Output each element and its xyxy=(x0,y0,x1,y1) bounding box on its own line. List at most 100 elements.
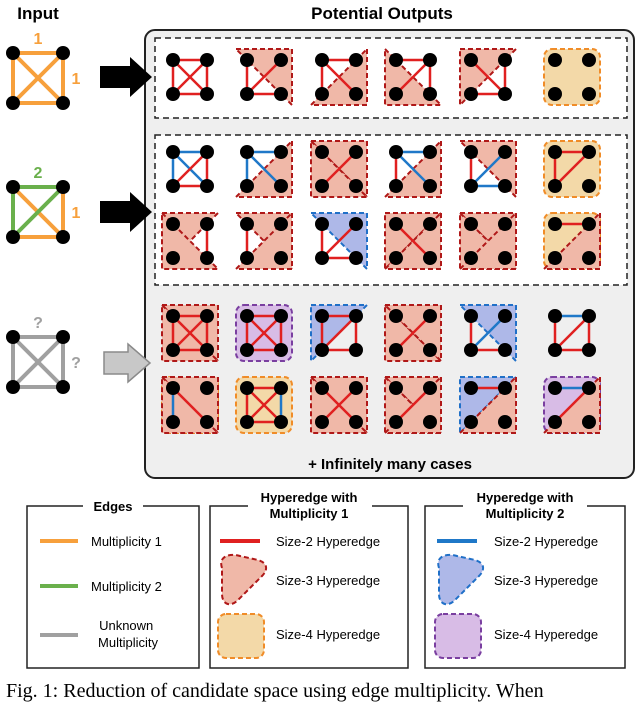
output-graph xyxy=(166,53,214,101)
output-graph xyxy=(235,376,293,434)
size2-hyperedge xyxy=(172,387,208,423)
output-node xyxy=(548,343,562,357)
legend-m2-size3-swatch xyxy=(437,553,485,606)
output-node xyxy=(274,87,288,101)
output-node xyxy=(200,145,214,159)
output-graph xyxy=(548,309,596,357)
output-node xyxy=(548,415,562,429)
size2-hyperedge xyxy=(321,151,357,187)
output-node xyxy=(274,415,288,429)
output-graphs xyxy=(161,48,601,434)
output-node xyxy=(166,309,180,323)
size2-hyperedge xyxy=(554,315,590,351)
output-node xyxy=(349,381,363,395)
input-node xyxy=(56,180,70,194)
input-edge xyxy=(11,335,65,389)
output-graph xyxy=(384,48,442,106)
output-node xyxy=(464,343,478,357)
legend-edges-title: Edges xyxy=(93,499,132,514)
size2-hyperedge xyxy=(554,151,590,187)
size2-hyperedge xyxy=(395,59,431,95)
output-node xyxy=(240,87,254,101)
output-node xyxy=(200,53,214,67)
size2-hyperedge xyxy=(395,151,431,187)
input-edge xyxy=(11,51,65,105)
output-node xyxy=(423,53,437,67)
legend-m2-size2-label: Size-2 Hyperedge xyxy=(494,534,598,549)
input-top-label: ? xyxy=(33,315,43,332)
output-node xyxy=(200,179,214,193)
output-node xyxy=(389,53,403,67)
output-node xyxy=(582,217,596,231)
output-graph xyxy=(235,212,293,270)
output-node xyxy=(464,217,478,231)
output-graph xyxy=(161,376,219,434)
output-node xyxy=(200,217,214,231)
input-node xyxy=(56,46,70,60)
output-graph xyxy=(543,376,601,434)
size2-hyperedge xyxy=(321,223,357,259)
input-node xyxy=(6,380,20,394)
output-node xyxy=(582,343,596,357)
output-node xyxy=(389,179,403,193)
output-node xyxy=(274,179,288,193)
output-graph xyxy=(459,48,517,106)
output-graph xyxy=(235,48,293,106)
output-node xyxy=(548,309,562,323)
output-graph xyxy=(543,48,601,106)
output-graph xyxy=(384,304,442,362)
output-node xyxy=(423,309,437,323)
output-graph xyxy=(310,304,368,362)
output-node xyxy=(349,145,363,159)
output-graph xyxy=(310,212,368,270)
output-graph xyxy=(543,212,601,270)
output-node xyxy=(274,217,288,231)
output-node xyxy=(200,343,214,357)
input-right-label: ? xyxy=(71,355,81,372)
output-node xyxy=(240,309,254,323)
output-node xyxy=(423,381,437,395)
output-node xyxy=(389,217,403,231)
output-graph xyxy=(235,140,293,198)
output-node xyxy=(582,415,596,429)
output-graph xyxy=(459,212,517,270)
output-node xyxy=(548,53,562,67)
output-node xyxy=(464,415,478,429)
input-node xyxy=(6,230,20,244)
output-node xyxy=(166,53,180,67)
output-graph xyxy=(459,140,517,198)
legend-edge-unknown-label: Unknown Multiplicity xyxy=(98,618,158,650)
output-node xyxy=(240,251,254,265)
input-right-label: 1 xyxy=(72,71,81,88)
outputs-header: Potential Outputs xyxy=(311,4,453,23)
legend-mult1-title-2: Multiplicity 1 xyxy=(270,506,349,521)
output-node xyxy=(240,179,254,193)
output-node xyxy=(582,53,596,67)
output-graph xyxy=(235,304,293,362)
input-graph-3: ?? xyxy=(6,315,81,394)
output-node xyxy=(548,87,562,101)
output-node xyxy=(200,415,214,429)
output-node xyxy=(582,381,596,395)
output-node xyxy=(423,217,437,231)
size2-hyperedge xyxy=(246,387,282,423)
output-node xyxy=(498,87,512,101)
size2-hyperedge xyxy=(172,151,208,187)
output-node xyxy=(498,343,512,357)
input-graph-1: 11 xyxy=(6,31,81,110)
output-node xyxy=(240,343,254,357)
output-graph xyxy=(310,376,368,434)
output-node xyxy=(274,145,288,159)
output-node xyxy=(315,217,329,231)
legend-mult2-title-2: Multiplicity 2 xyxy=(486,506,565,521)
size2-hyperedge xyxy=(172,59,208,95)
size2-hyperedge xyxy=(554,387,590,423)
output-node xyxy=(315,87,329,101)
output-node xyxy=(423,251,437,265)
output-node xyxy=(200,309,214,323)
output-node xyxy=(389,87,403,101)
output-node xyxy=(389,415,403,429)
legend-mult2-title-1: Hyperedge with xyxy=(477,490,574,505)
output-node xyxy=(548,381,562,395)
